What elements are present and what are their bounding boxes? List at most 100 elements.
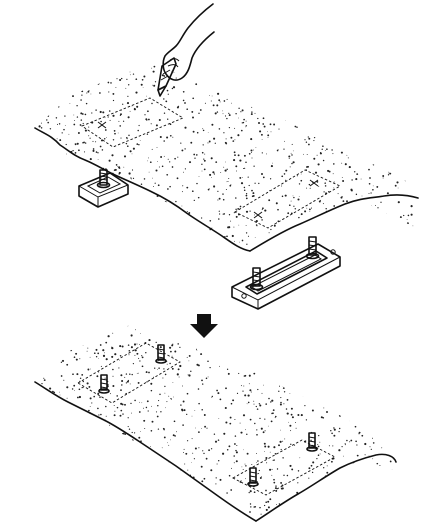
speckle (47, 422, 48, 423)
speckle (194, 233, 196, 235)
speckle (372, 189, 374, 191)
speckle (53, 405, 55, 407)
speckle (251, 152, 252, 153)
speckle (173, 397, 174, 398)
speckle (246, 193, 247, 194)
speckle (387, 56, 388, 57)
speckle (377, 421, 379, 423)
speckle (167, 90, 169, 92)
speckle (257, 473, 258, 474)
speckle (147, 507, 149, 509)
speckle (41, 182, 43, 184)
speckle (87, 382, 89, 384)
speckle (160, 346, 162, 348)
speckle (274, 225, 276, 227)
speckle (359, 337, 361, 339)
speckle (69, 229, 70, 230)
speckle (101, 473, 102, 474)
speckle (110, 120, 111, 121)
speckle (423, 128, 425, 130)
speckle (64, 97, 65, 98)
speckle (34, 84, 36, 86)
speckle (165, 374, 167, 376)
speckle (182, 386, 183, 387)
speckle (71, 204, 73, 206)
speckle (286, 72, 287, 73)
speckle (372, 115, 373, 116)
speckle (302, 81, 304, 83)
speckle (374, 482, 375, 483)
speckle (176, 330, 177, 331)
speckle (225, 82, 226, 83)
speckle (353, 134, 355, 136)
speckle (298, 522, 300, 524)
speckle (345, 372, 347, 374)
speckle (387, 160, 388, 161)
speckle (70, 467, 71, 468)
speckle (104, 196, 106, 198)
speckle (350, 440, 352, 442)
speckle (327, 170, 329, 172)
speckle (356, 173, 358, 175)
speckle (111, 154, 113, 156)
speckle (158, 228, 159, 229)
speckle (306, 188, 307, 189)
speckle (118, 133, 119, 134)
speckle (340, 126, 342, 128)
speckle (40, 97, 41, 98)
speckle (122, 510, 124, 512)
speckle (130, 450, 131, 451)
speckle (235, 450, 236, 451)
speckle (369, 216, 370, 217)
speckle (249, 511, 251, 513)
speckle (181, 213, 182, 214)
speckle (83, 468, 84, 469)
speckle (271, 413, 272, 414)
speckle (232, 235, 234, 237)
speckle (110, 82, 112, 84)
speckle (194, 410, 195, 411)
speckle (208, 239, 209, 240)
speckle (186, 187, 188, 189)
speckle (88, 325, 89, 326)
speckle (389, 172, 391, 174)
speckle (313, 158, 315, 160)
speckle (349, 477, 351, 479)
speckle (332, 500, 333, 501)
speckle (31, 337, 33, 339)
speckle (308, 103, 309, 104)
speckle (38, 252, 39, 253)
speckle (146, 472, 147, 473)
speckle (179, 347, 180, 348)
speckle (82, 387, 83, 388)
speckle (361, 435, 363, 437)
speckle (291, 468, 293, 470)
speckle (68, 210, 70, 212)
speckle (113, 328, 115, 330)
speckle (193, 491, 195, 493)
speckle (81, 210, 82, 211)
speckle (240, 111, 241, 112)
speckle (203, 72, 205, 74)
speckle (39, 221, 40, 222)
speckle (361, 245, 362, 246)
speckle (397, 334, 399, 336)
speckle (325, 208, 326, 209)
speckle (335, 248, 337, 250)
speckle (134, 355, 135, 356)
speckle (179, 217, 180, 218)
speckle (38, 512, 39, 513)
speckle (48, 480, 49, 481)
speckle (252, 192, 254, 194)
speckle (81, 337, 83, 339)
speckle (84, 475, 85, 476)
speckle (270, 123, 272, 125)
speckle (31, 155, 32, 156)
speckle (346, 200, 348, 202)
speckle (45, 353, 47, 355)
speckle (139, 411, 141, 413)
speckle (382, 441, 383, 442)
speckle (334, 182, 335, 183)
speckle (76, 373, 78, 375)
speckle (295, 344, 296, 345)
